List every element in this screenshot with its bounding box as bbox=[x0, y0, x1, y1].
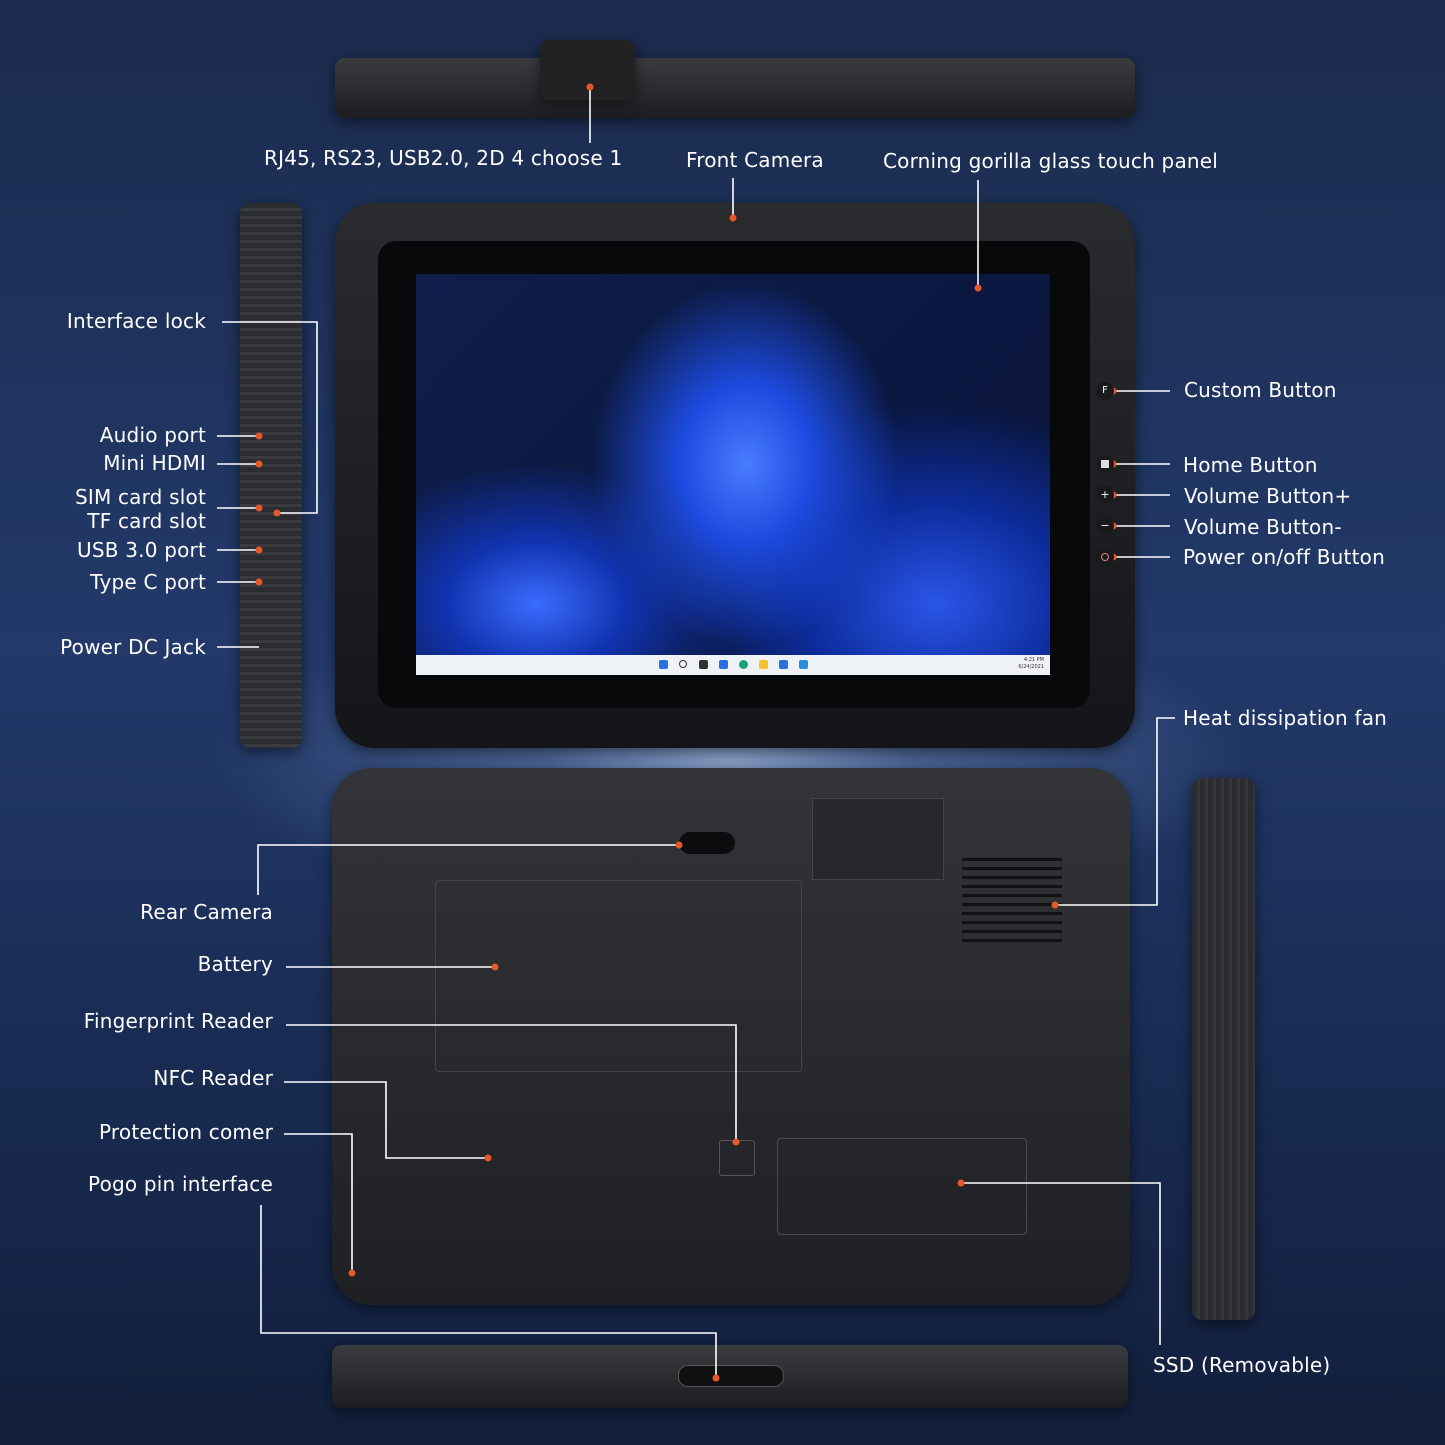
dot-front-camera bbox=[729, 214, 737, 222]
power-button[interactable] bbox=[1096, 548, 1114, 566]
tablet-bottom-edge bbox=[332, 1345, 1128, 1408]
start-icon[interactable] bbox=[659, 660, 668, 669]
dot-usb3 bbox=[255, 546, 263, 554]
pogo-pin-connector bbox=[678, 1365, 784, 1387]
label-protection-corner: Protection comer bbox=[99, 1120, 273, 1144]
dot-fingerprint bbox=[732, 1138, 740, 1146]
dot-rear-camera bbox=[675, 841, 683, 849]
fan-vent bbox=[962, 858, 1062, 948]
label-power-button: Power on/off Button bbox=[1183, 545, 1385, 569]
label-battery: Battery bbox=[197, 952, 273, 976]
label-rear-camera: Rear Camera bbox=[140, 900, 273, 924]
label-heat-fan: Heat dissipation fan bbox=[1183, 706, 1388, 730]
line-ssd bbox=[961, 1182, 1161, 1345]
time: 4:21 PM bbox=[1023, 657, 1044, 663]
edge-icon[interactable] bbox=[739, 660, 748, 669]
dot-pogo-pin bbox=[712, 1374, 720, 1382]
label-pogo-pin: Pogo pin interface bbox=[88, 1172, 273, 1196]
label-usb3: USB 3.0 port bbox=[77, 538, 206, 562]
tablet-back bbox=[332, 768, 1130, 1305]
power-icon bbox=[1101, 553, 1109, 561]
dot-nfc bbox=[484, 1154, 492, 1162]
dot-mini-hdmi bbox=[255, 460, 263, 468]
label-top-ports: RJ45, RS23, USB2.0, 2D 4 choose 1 bbox=[264, 146, 623, 170]
label-power-dc: Power DC Jack bbox=[60, 635, 206, 659]
battery-cover bbox=[435, 880, 802, 1072]
label-custom-button: Custom Button bbox=[1184, 378, 1337, 402]
label-sim-slot: SIM card slot bbox=[74, 485, 206, 509]
tablet-left-side bbox=[240, 203, 302, 748]
dot-ssd bbox=[957, 1179, 965, 1187]
dot-audio-port bbox=[255, 432, 263, 440]
label-home-button: Home Button bbox=[1183, 453, 1318, 477]
dot-type-c bbox=[255, 578, 263, 586]
label-nfc: NFC Reader bbox=[153, 1066, 273, 1090]
top-port-cover bbox=[540, 40, 635, 100]
label-volume-up: Volume Button+ bbox=[1184, 484, 1352, 508]
mail-icon[interactable] bbox=[799, 660, 808, 669]
tablet-top-edge bbox=[335, 58, 1135, 118]
label-fingerprint: Fingerprint Reader bbox=[83, 1009, 273, 1033]
dot-battery bbox=[491, 963, 499, 971]
rear-camera-module bbox=[679, 832, 735, 854]
volume-up-button[interactable]: + bbox=[1096, 486, 1114, 504]
label-volume-down: Volume Button- bbox=[1184, 515, 1342, 539]
dot-protection-corner bbox=[348, 1269, 356, 1277]
label-glass-panel: Corning gorilla glass touch panel bbox=[883, 149, 1219, 173]
line-protection-corner bbox=[284, 1133, 353, 1273]
tablet-right-side bbox=[1192, 778, 1255, 1320]
volume-down-button[interactable]: − bbox=[1096, 517, 1114, 535]
custom-button[interactable]: F bbox=[1096, 382, 1114, 400]
line-heat-fan bbox=[1055, 717, 1175, 906]
label-interface-lock: Interface lock bbox=[66, 309, 206, 333]
search-icon[interactable] bbox=[679, 660, 687, 668]
dot-heat-fan bbox=[1051, 901, 1059, 909]
line-pogo-pin bbox=[260, 1205, 717, 1378]
label-mini-hdmi: Mini HDMI bbox=[103, 451, 206, 475]
taskview-icon[interactable] bbox=[699, 660, 708, 669]
dot-top-ports bbox=[586, 83, 594, 91]
ssd-cover bbox=[777, 1138, 1027, 1235]
line-interface-lock bbox=[222, 321, 318, 514]
handle-mount bbox=[812, 798, 944, 880]
windows-icon bbox=[1101, 460, 1109, 468]
label-ssd: SSD (Removable) bbox=[1153, 1353, 1331, 1377]
folder-icon[interactable] bbox=[759, 660, 768, 669]
label-audio-port: Audio port bbox=[99, 423, 206, 447]
line-nfc bbox=[284, 1081, 488, 1159]
dot-glass-panel bbox=[974, 284, 982, 292]
store-icon[interactable] bbox=[779, 660, 788, 669]
line-rear-camera bbox=[257, 844, 679, 895]
label-front-camera: Front Camera bbox=[686, 148, 824, 172]
line-fingerprint bbox=[286, 1024, 737, 1142]
dot-interface-lock bbox=[273, 509, 281, 517]
label-tf-slot: TF card slot bbox=[87, 509, 206, 533]
widgets-icon[interactable] bbox=[719, 660, 728, 669]
label-type-c: Type C port bbox=[90, 570, 206, 594]
date: 6/24/2021 bbox=[1018, 664, 1044, 670]
dot-sim-tf bbox=[255, 504, 263, 512]
home-button[interactable] bbox=[1096, 455, 1114, 473]
